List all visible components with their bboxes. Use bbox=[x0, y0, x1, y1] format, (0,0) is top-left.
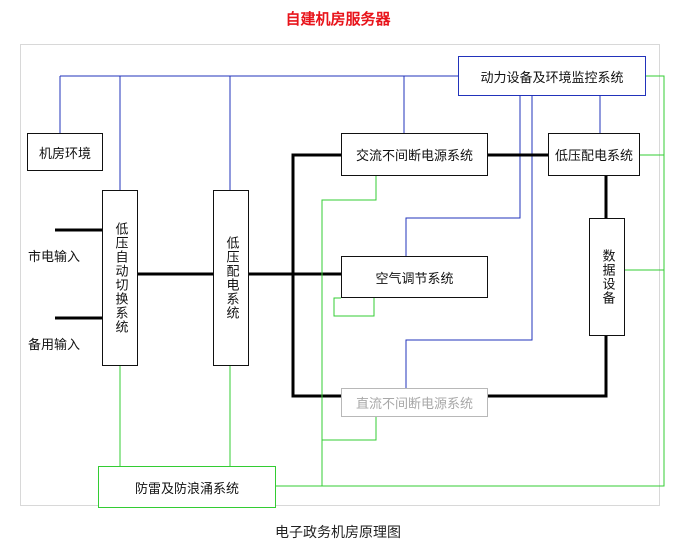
room-environment-box: 机房环境 bbox=[27, 133, 103, 171]
monitor-lines bbox=[59, 75, 601, 388]
ac-ups-system-box: 交流不间断电源系统 bbox=[341, 133, 488, 176]
data-equipment-box: 数据设备 bbox=[589, 218, 625, 336]
backup-input-label: 备用输入 bbox=[28, 338, 81, 353]
ground-lines bbox=[119, 75, 665, 487]
data-to-dc-line bbox=[488, 336, 608, 398]
diagram-frame bbox=[20, 44, 660, 506]
monitor-to-dc-line bbox=[405, 96, 533, 388]
lv-distribution-right-box: 低压配电系统 bbox=[548, 133, 640, 176]
dc-ups-system-box: 直流不间断电源系统 bbox=[341, 388, 488, 417]
lightning-protection-box: 防雷及防浪涌系统 bbox=[98, 466, 276, 508]
ats-system-box: 低压自动切换系统 bbox=[102, 190, 138, 366]
power-lines bbox=[55, 153, 608, 398]
mains-input-label: 市电输入 bbox=[28, 250, 81, 265]
diagram-caption: 电子政务机房原理图 bbox=[275, 525, 401, 541]
lv-distribution-left-box: 低压配电系统 bbox=[213, 190, 249, 366]
ac-ground-line bbox=[333, 297, 375, 317]
air-conditioning-box: 空气调节系统 bbox=[341, 256, 488, 298]
dc-ground-line bbox=[322, 417, 377, 441]
monitor-to-ac-line bbox=[405, 96, 521, 256]
power-trunk-line bbox=[291, 153, 341, 398]
page-title: 自建机房服务器 bbox=[285, 10, 391, 28]
monitor-system-box: 动力设备及环境监控系统 bbox=[458, 56, 646, 96]
monitor-ground-line bbox=[276, 75, 665, 487]
ups-ground-line bbox=[321, 176, 377, 486]
